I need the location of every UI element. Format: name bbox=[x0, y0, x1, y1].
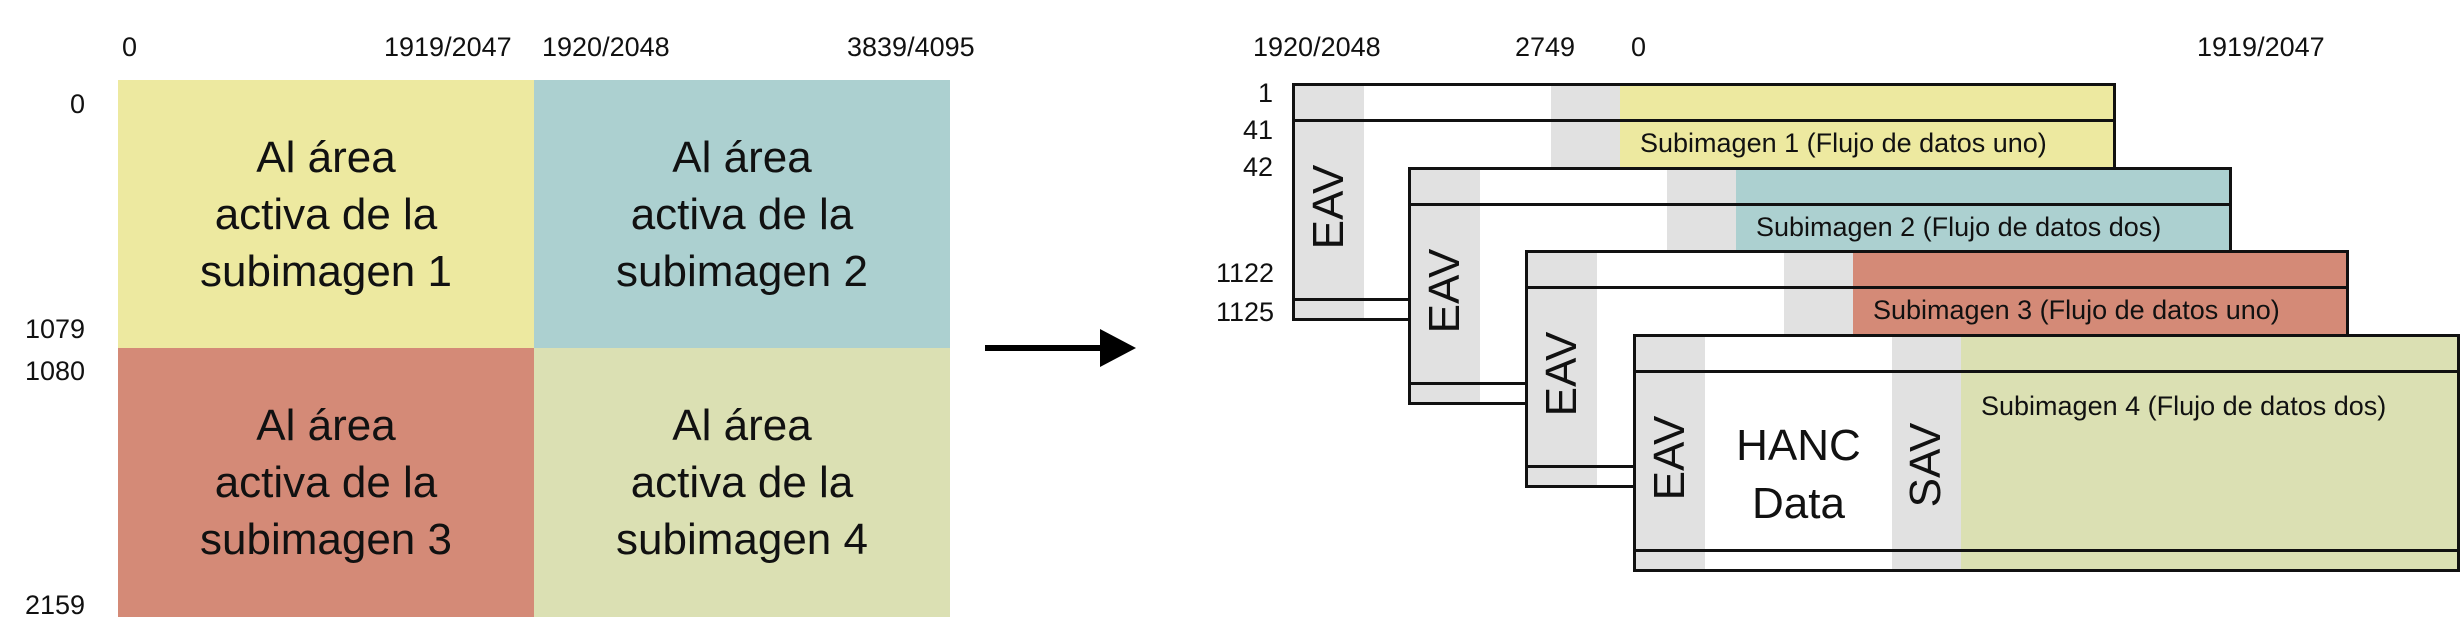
eav-column bbox=[1295, 86, 1364, 318]
line-label: 42 bbox=[1243, 152, 1274, 182]
cell-line: activa de la bbox=[214, 189, 438, 239]
arrow-head bbox=[1100, 329, 1136, 367]
subimage-4-cell: Al área activa de la subimagen 4 bbox=[534, 348, 950, 617]
subimage-label: Subimagen 2 (Flujo de datos dos) bbox=[1756, 212, 2162, 242]
hanc-line: Data bbox=[1752, 479, 1845, 528]
top-label: 1919/2047 bbox=[384, 32, 512, 62]
subimage-label: Subimagen 3 (Flujo de datos uno) bbox=[1873, 295, 2280, 325]
sav-column bbox=[1892, 337, 1961, 569]
line-label: 41 bbox=[1243, 115, 1274, 145]
divider-line bbox=[1411, 203, 2229, 206]
side-label: 2159 bbox=[25, 590, 86, 620]
divider-line bbox=[1295, 119, 2113, 122]
cell-line: subimagen 3 bbox=[200, 515, 452, 564]
top-label: 1919/2047 bbox=[2197, 32, 2325, 62]
image-quadrant-grid: Al área activa de la subimagen 1 Al área… bbox=[118, 80, 950, 617]
side-label: 1080 bbox=[25, 356, 86, 386]
active-area bbox=[1961, 337, 2457, 569]
eav-column bbox=[1528, 253, 1597, 485]
cell-line: Al área bbox=[256, 132, 396, 182]
divider-line bbox=[1636, 370, 2457, 373]
hanc-data-label: HANC Data bbox=[1705, 417, 1892, 533]
line-label: 1 bbox=[1258, 78, 1274, 108]
subimage-label: Subimagen 1 (Flujo de datos uno) bbox=[1640, 128, 2047, 158]
top-label: 2749 bbox=[1515, 32, 1576, 62]
cell-line: subimagen 2 bbox=[616, 246, 868, 296]
top-label: 0 bbox=[1631, 32, 1647, 62]
divider-line bbox=[1528, 286, 2346, 289]
hanc-line: HANC bbox=[1736, 421, 1861, 470]
cell-line: Al área bbox=[672, 401, 812, 450]
eav-label: EAV bbox=[1537, 331, 1586, 417]
top-label: 1920/2048 bbox=[1253, 32, 1381, 62]
cell-line: activa de la bbox=[214, 458, 438, 507]
cell-line: Al área bbox=[672, 132, 812, 182]
top-label: 1920/2048 bbox=[542, 32, 670, 62]
cell-line: subimagen 1 bbox=[200, 246, 452, 296]
subimage-1-cell: Al área activa de la subimagen 1 bbox=[118, 80, 534, 348]
eav-label: EAV bbox=[1304, 164, 1353, 250]
eav-label: EAV bbox=[1645, 415, 1694, 501]
divider-line bbox=[1636, 549, 2457, 552]
arrow-shaft bbox=[985, 345, 1105, 351]
frame-subimage-4: EAV HANC Data SAV Subimagen 4 (Flujo de … bbox=[1633, 334, 2460, 572]
side-label: 0 bbox=[70, 89, 86, 119]
sav-label: SAV bbox=[1901, 422, 1950, 508]
cell-line: subimagen 4 bbox=[616, 515, 868, 564]
cell-line: activa de la bbox=[630, 458, 854, 507]
eav-column bbox=[1636, 337, 1705, 569]
top-label: 3839/4095 bbox=[847, 32, 975, 62]
subimage-3-cell: Al área activa de la subimagen 3 bbox=[118, 348, 534, 617]
side-label: 1079 bbox=[25, 314, 86, 344]
top-label: 0 bbox=[122, 32, 138, 62]
subimage-2-cell: Al área activa de la subimagen 2 bbox=[534, 80, 950, 348]
eav-column bbox=[1411, 170, 1480, 402]
line-label: 1122 bbox=[1216, 258, 1275, 288]
subimage-label: Subimagen 4 (Flujo de datos dos) bbox=[1981, 391, 2387, 421]
cell-line: Al área bbox=[256, 401, 396, 450]
line-label: 1125 bbox=[1216, 297, 1275, 327]
eav-label: EAV bbox=[1420, 248, 1469, 334]
cell-line: activa de la bbox=[630, 189, 854, 239]
